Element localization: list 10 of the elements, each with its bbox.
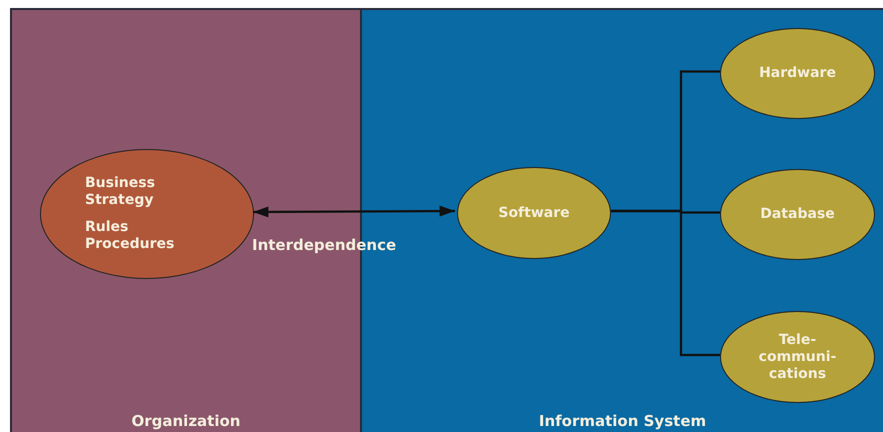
- panel-title: Information System: [538, 413, 706, 432]
- node-label: Tele- communi- cations: [758, 332, 838, 382]
- node-label: Business Strategy: [85, 175, 156, 209]
- node-label: Rules Procedures: [85, 219, 176, 253]
- arrow: [253, 206, 455, 218]
- node-label: Software: [497, 204, 571, 222]
- connector-line: [611, 210, 720, 356]
- node-label: Hardware: [758, 65, 837, 82]
- node-label: Database: [759, 206, 836, 223]
- panel-title: Organization: [132, 413, 240, 432]
